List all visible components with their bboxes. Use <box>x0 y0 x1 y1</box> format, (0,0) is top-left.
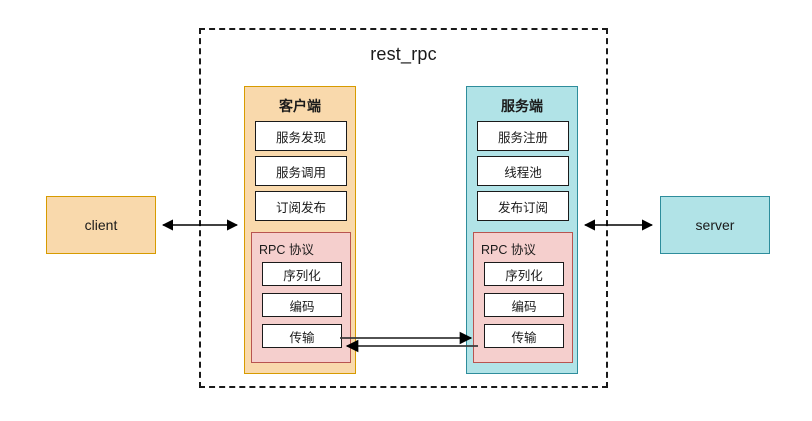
diagram-title: rest_rpc <box>370 44 437 64</box>
external-server-label: server <box>695 217 735 233</box>
client-item-service-discovery[interactable]: 服务发现 <box>255 121 347 151</box>
server-rpc-item-serialize[interactable]: 序列化 <box>484 262 564 286</box>
client-rpc-item-0-label: 序列化 <box>283 268 321 283</box>
client-rpc-protocol-title: RPC 协议 <box>259 243 314 257</box>
client-rpc-item-encode[interactable]: 编码 <box>262 293 342 317</box>
server-rpc-protocol-title: RPC 协议 <box>481 243 536 257</box>
rest-rpc-boundary <box>199 28 608 388</box>
client-panel-title: 客户端 <box>279 98 321 114</box>
client-item-2-label: 订阅发布 <box>275 200 326 215</box>
server-rpc-item-2-label: 传输 <box>511 330 537 345</box>
server-rpc-item-0-label: 序列化 <box>505 268 543 283</box>
server-item-0-label: 服务注册 <box>497 130 548 145</box>
server-rpc-item-1-label: 编码 <box>511 299 537 314</box>
server-item-1-label: 线程池 <box>504 165 542 180</box>
external-server-box[interactable]: server <box>660 196 770 254</box>
client-item-1-label: 服务调用 <box>275 165 326 180</box>
server-item-publish-subscribe[interactable]: 发布订阅 <box>477 191 569 221</box>
client-item-subscribe-publish[interactable]: 订阅发布 <box>255 191 347 221</box>
server-rpc-item-transport[interactable]: 传输 <box>484 324 564 348</box>
client-rpc-protocol-box[interactable]: RPC 协议 序列化 编码 传输 <box>251 232 351 363</box>
server-panel-title: 服务端 <box>501 98 543 114</box>
server-item-thread-pool[interactable]: 线程池 <box>477 156 569 186</box>
client-item-0-label: 服务发现 <box>275 130 326 145</box>
server-rpc-protocol-box[interactable]: RPC 协议 序列化 编码 传输 <box>473 232 573 363</box>
client-rpc-item-2-label: 传输 <box>289 330 315 345</box>
server-panel[interactable]: 服务端 服务注册 线程池 发布订阅 RPC 协议 序列化 编码 传输 <box>466 86 578 374</box>
client-rpc-item-serialize[interactable]: 序列化 <box>262 262 342 286</box>
client-rpc-item-1-label: 编码 <box>289 299 315 314</box>
client-item-service-invoke[interactable]: 服务调用 <box>255 156 347 186</box>
external-client-label: client <box>84 217 118 233</box>
server-item-service-register[interactable]: 服务注册 <box>477 121 569 151</box>
client-panel[interactable]: 客户端 服务发现 服务调用 订阅发布 RPC 协议 序列化 编码 传输 <box>244 86 356 374</box>
external-client-box[interactable]: client <box>46 196 156 254</box>
client-rpc-item-transport[interactable]: 传输 <box>262 324 342 348</box>
server-rpc-item-encode[interactable]: 编码 <box>484 293 564 317</box>
server-item-2-label: 发布订阅 <box>497 200 548 215</box>
